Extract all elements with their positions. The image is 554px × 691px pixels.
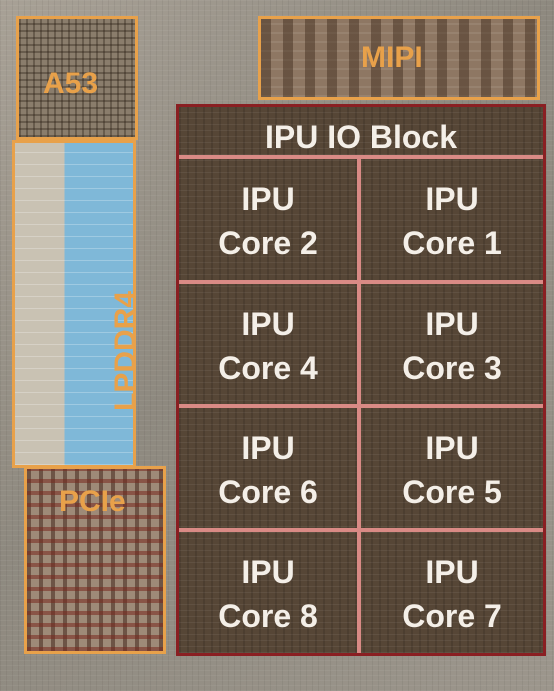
ipu-io-block: IPU IO Block	[179, 107, 543, 159]
a53-block: A53	[16, 16, 138, 140]
pcie-label: PCIe	[59, 485, 126, 518]
lpddr4-label: LPDDR4	[109, 290, 142, 411]
ipu-io-label: IPU IO Block	[264, 119, 458, 155]
a53-label: A53	[43, 67, 99, 100]
mipi-label: MIPI	[361, 41, 423, 74]
mipi-block: MIPI	[258, 16, 540, 100]
lpddr4-block: LPDDR4	[12, 140, 142, 468]
pcie-block: PCIe	[24, 466, 166, 654]
